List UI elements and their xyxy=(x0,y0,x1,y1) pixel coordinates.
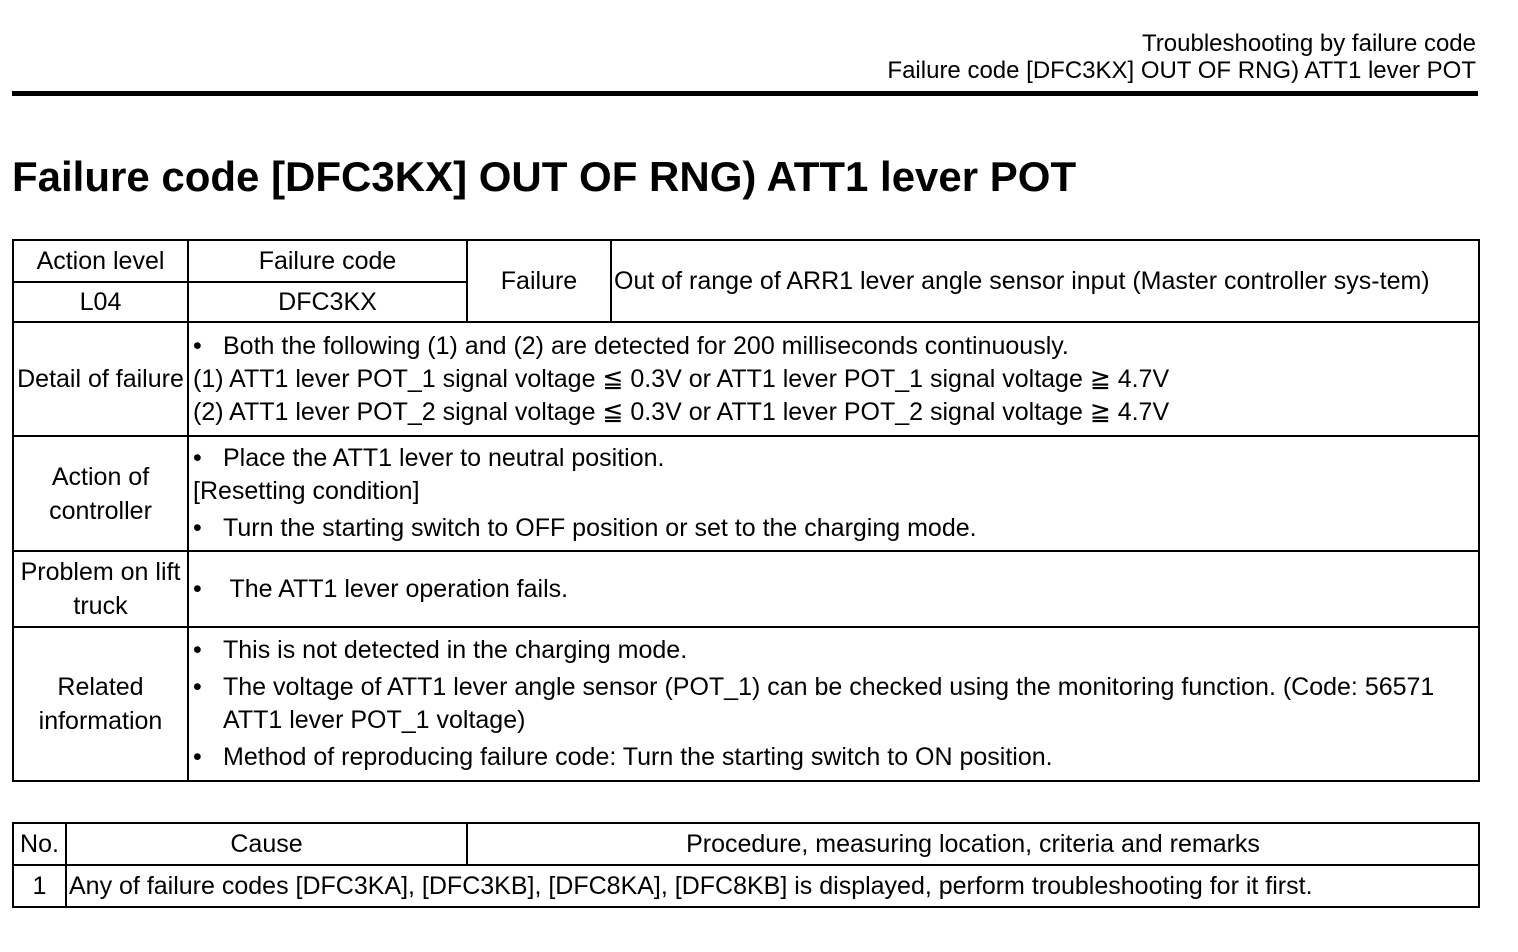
running-header-topic: Failure code [DFC3KX] OUT OF RNG) ATT1 l… xyxy=(887,57,1476,84)
failure-label: Failure xyxy=(466,239,612,323)
problem-row: Problem on lift truck • The ATT1 lever o… xyxy=(12,550,1480,628)
page-title: Failure code [DFC3KX] OUT OF RNG) ATT1 l… xyxy=(12,153,1077,200)
cause-header-row: No. Cause Procedure, measuring location,… xyxy=(12,822,1480,866)
action-level-value: L04 xyxy=(12,281,189,323)
failure-code-value: DFC3KX xyxy=(187,281,468,323)
related-bullet-text: The voltage of ATT1 lever angle sensor (… xyxy=(223,673,1435,734)
col-header-no: No. xyxy=(12,822,67,866)
action-bullet-item: • Turn the starting switch to OFF positi… xyxy=(191,512,1476,545)
problem-label: Problem on lift truck xyxy=(12,550,189,628)
action-content: • Place the ATT1 lever to neutral positi… xyxy=(187,435,1480,552)
detail-condition-2: (2) ATT1 lever POT_2 signal voltage ≦ 0.… xyxy=(193,397,1170,426)
bullet-mark: • xyxy=(193,331,202,360)
bullet-mark: • xyxy=(193,574,202,603)
problem-bullet-text: The ATT1 lever operation fails. xyxy=(223,574,569,603)
related-content: • This is not detected in the charging m… xyxy=(187,626,1480,782)
running-header: Troubleshooting by failure code Failure … xyxy=(887,30,1476,84)
col-header-cause: Cause xyxy=(65,822,468,866)
failure-code-label: Failure code xyxy=(187,239,468,283)
failure-description: Out of range of ARR1 lever angle sensor … xyxy=(610,239,1480,323)
action-row: Action of controller • Place the ATT1 le… xyxy=(12,435,1480,552)
action-level-label: Action level xyxy=(12,239,189,283)
col-header-procedure: Procedure, measuring location, criteria … xyxy=(466,822,1480,866)
detail-condition-1: (1) ATT1 lever POT_1 signal voltage ≦ 0.… xyxy=(193,364,1170,393)
detail-bullet-text: Both the following (1) and (2) are detec… xyxy=(223,331,1069,360)
detail-label: Detail of failure xyxy=(12,321,189,437)
problem-bullet-item: • The ATT1 lever operation fails. xyxy=(191,573,1476,606)
action-label: Action of controller xyxy=(12,435,189,552)
table-row: 1 Any of failure codes [DFC3KA], [DFC3KB… xyxy=(12,864,1480,908)
failure-info-table: Action level Failure code Failure Out of… xyxy=(12,239,1480,782)
action-bullet-text: Place the ATT1 lever to neutral position… xyxy=(223,444,665,472)
bullet-mark: • xyxy=(193,444,202,472)
related-bullet-item: • The voltage of ATT1 lever angle sensor… xyxy=(191,671,1476,737)
running-header-section: Troubleshooting by failure code xyxy=(1142,30,1476,57)
related-bullet-item: • This is not detected in the charging m… xyxy=(191,634,1476,667)
related-bullet-text: This is not detected in the charging mod… xyxy=(223,636,688,664)
bullet-mark: • xyxy=(193,673,202,701)
info-value-row: L04 DFC3KX xyxy=(12,281,1479,323)
action-reset-text: Turn the starting switch to OFF position… xyxy=(223,514,977,542)
info-header-row: Action level Failure code Failure Out of… xyxy=(12,239,1480,323)
bullet-mark: • xyxy=(193,636,202,664)
detail-bullet-item: • Both the following (1) and (2) are det… xyxy=(191,330,1476,363)
detail-content: • Both the following (1) and (2) are det… xyxy=(187,321,1480,437)
header-rule xyxy=(12,91,1478,96)
bullet-mark: • xyxy=(193,514,202,542)
action-bullet-item: • Place the ATT1 lever to neutral positi… xyxy=(191,442,1476,475)
detail-row: Detail of failure • Both the following (… xyxy=(12,321,1480,437)
problem-content: • The ATT1 lever operation fails. xyxy=(187,550,1480,628)
related-label: Related information xyxy=(12,626,189,782)
resetting-condition-heading: [Resetting condition] xyxy=(193,477,420,505)
cause-no: 1 xyxy=(12,864,67,908)
cause-text: Any of failure codes [DFC3KA], [DFC3KB],… xyxy=(65,864,1480,908)
bullet-mark: • xyxy=(193,743,202,771)
related-bullet-item: • Method of reproducing failure code: Tu… xyxy=(191,741,1476,774)
cause-table: No. Cause Procedure, measuring location,… xyxy=(12,822,1480,908)
related-bullet-text: Method of reproducing failure code: Turn… xyxy=(223,743,1053,771)
related-row: Related information • This is not detect… xyxy=(12,626,1480,782)
